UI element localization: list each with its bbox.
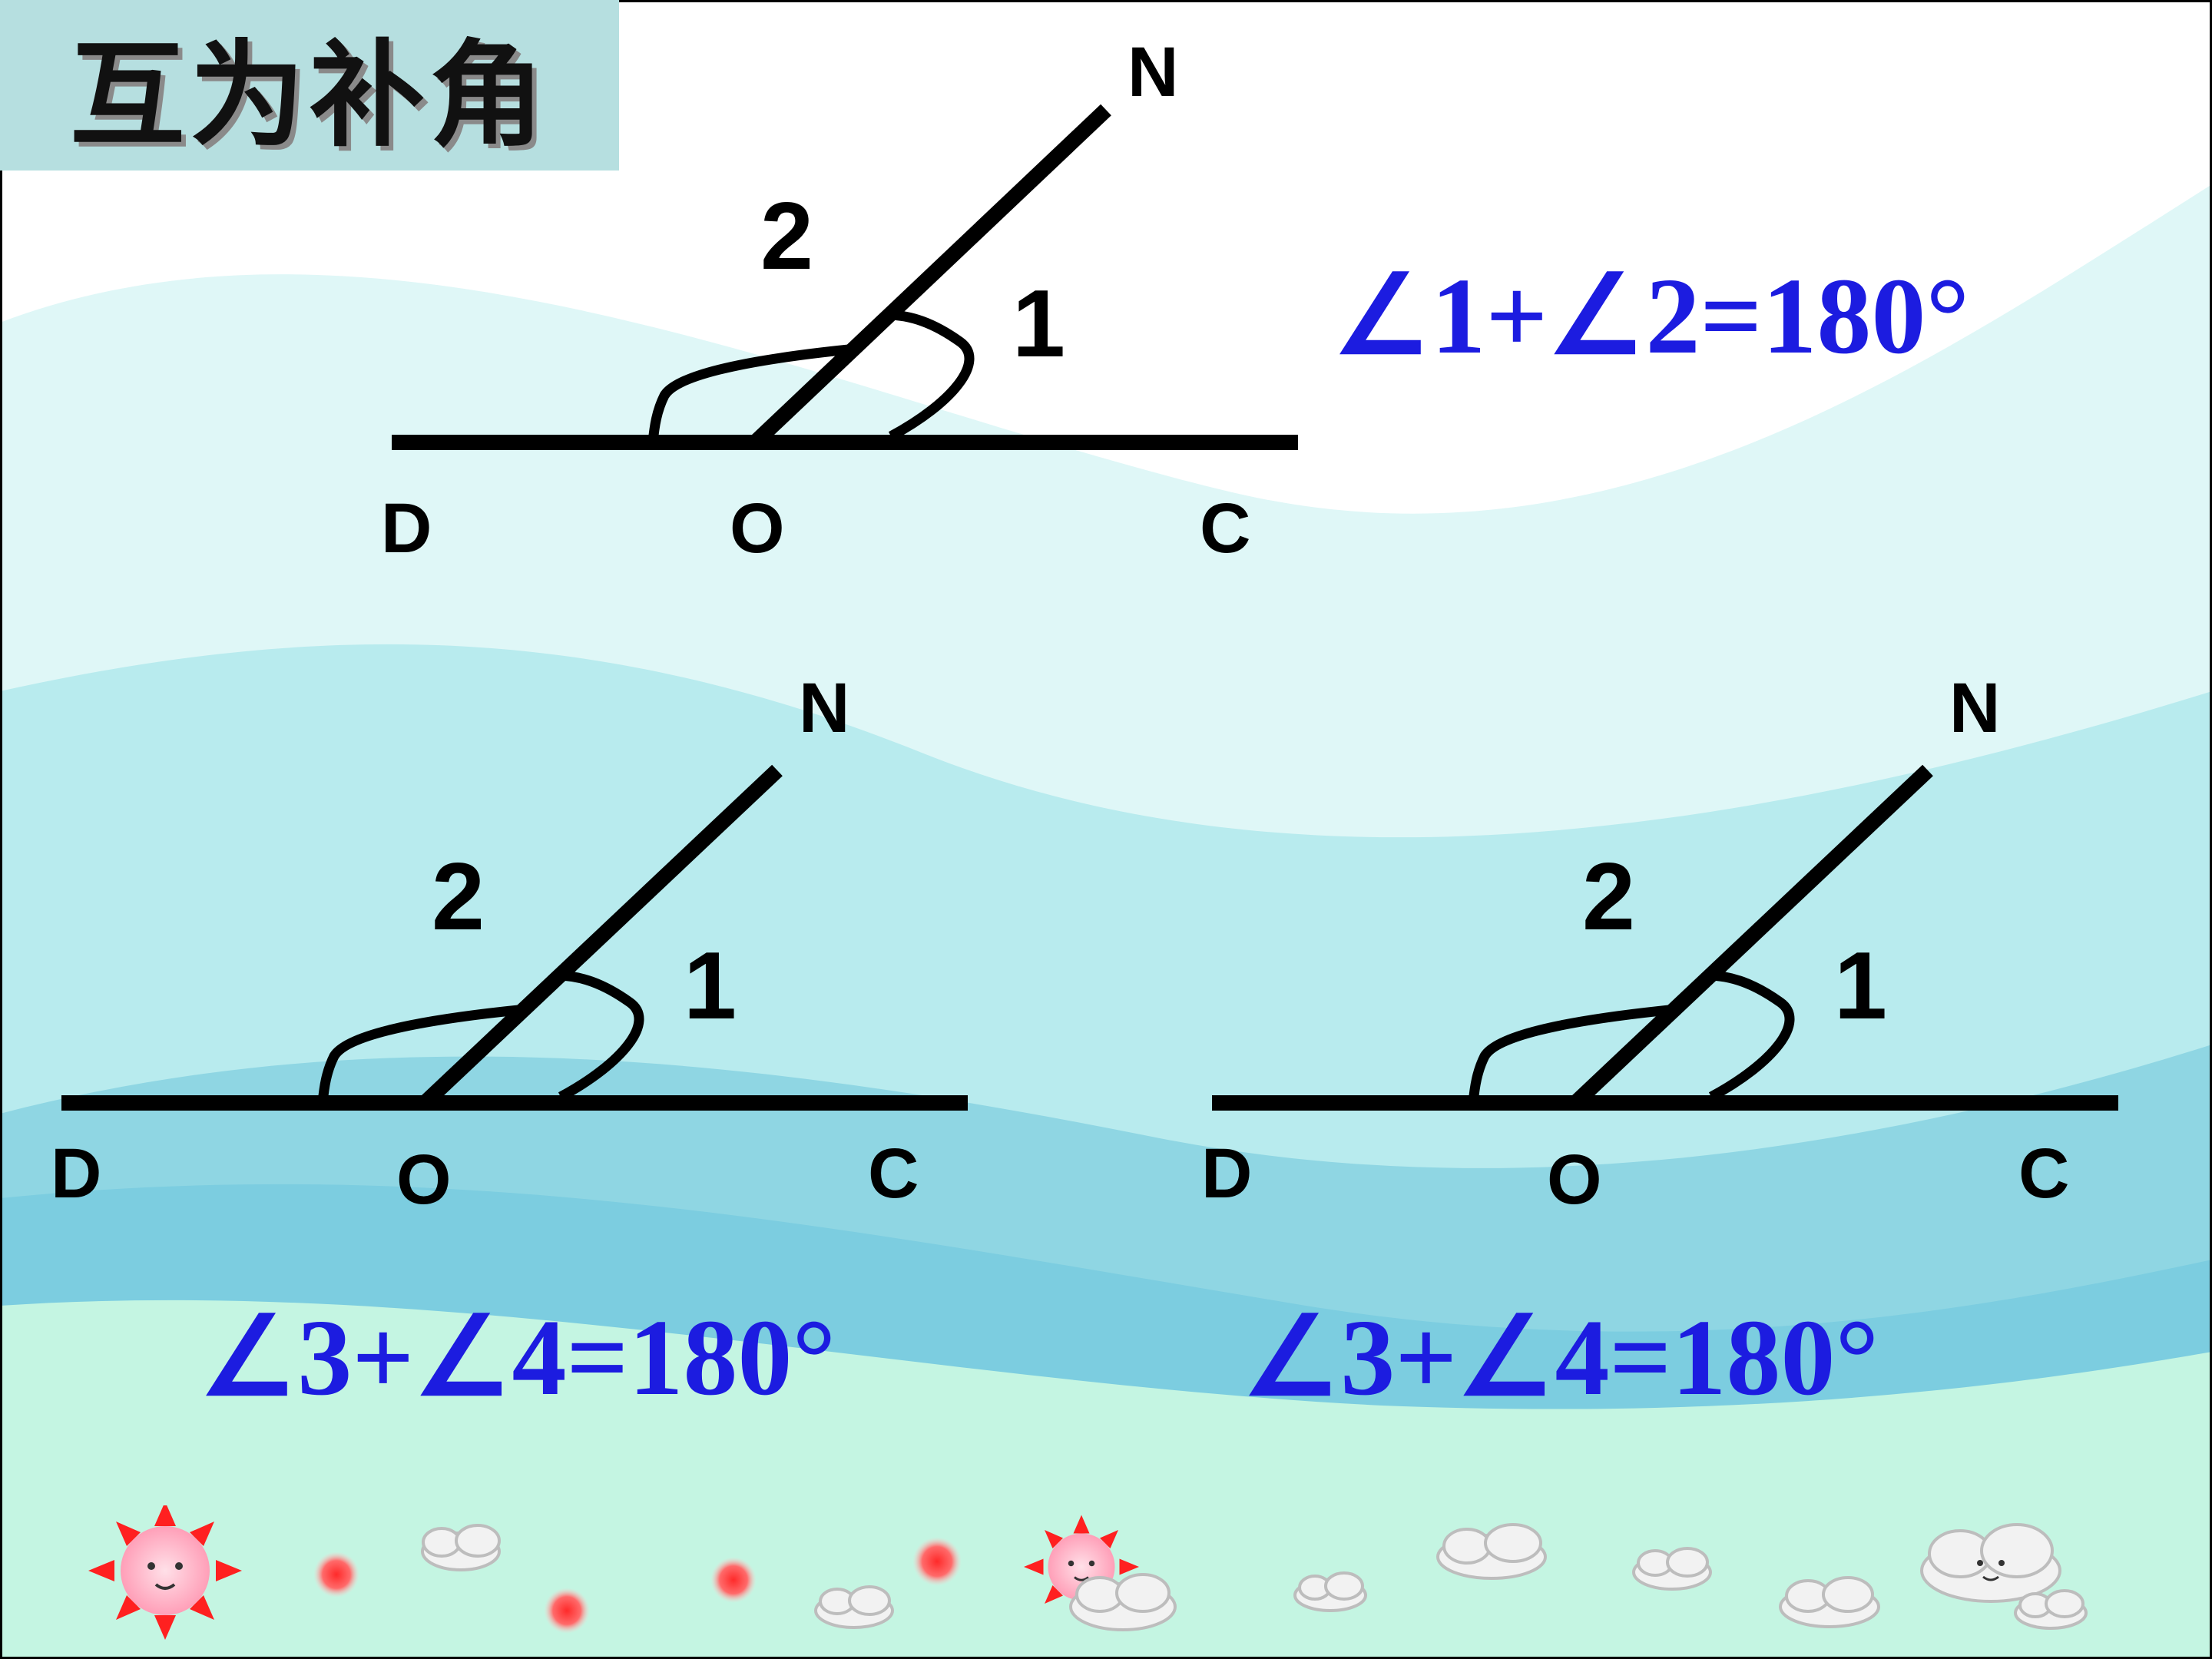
label-d: D <box>1201 1134 1253 1213</box>
cloud-icon <box>1779 1576 1880 1628</box>
label-o: O <box>730 489 785 568</box>
label-c: C <box>868 1134 919 1213</box>
arc-angle-1 <box>886 310 975 441</box>
red-dot-icon <box>544 1588 590 1634</box>
cloud-icon <box>2014 1589 2088 1630</box>
equation-3: ∠3+∠4=180° <box>1243 1296 1879 1418</box>
arc-angle-1 <box>556 970 644 1101</box>
label-angle-1: 1 <box>1834 933 1887 1039</box>
label-n: N <box>1949 669 2001 747</box>
equation-2: ∠3+∠4=180° <box>200 1296 836 1418</box>
cloud-icon <box>1293 1571 1367 1612</box>
ray-on <box>750 104 1111 449</box>
cloud-icon <box>1632 1547 1712 1591</box>
label-c: C <box>2018 1134 2070 1213</box>
label-angle-2: 2 <box>760 184 813 290</box>
arc-angle-2 <box>317 1005 519 1104</box>
figure-3 <box>1212 764 2118 1111</box>
label-d: D <box>381 489 432 568</box>
ray-on <box>419 764 783 1109</box>
cloud-icon <box>814 1585 894 1629</box>
arc-angle-1 <box>1707 970 1795 1101</box>
figure-1 <box>392 104 1298 450</box>
red-dot-icon <box>313 1551 359 1598</box>
decoration-strip <box>88 1505 2088 1640</box>
label-n: N <box>799 669 850 747</box>
page-title: 互为补角 <box>69 27 549 163</box>
label-angle-2: 2 <box>1582 844 1635 950</box>
red-dot-icon <box>912 1537 962 1586</box>
label-c: C <box>1200 489 1251 568</box>
label-n: N <box>1128 33 1179 111</box>
cloud-icon <box>421 1524 501 1571</box>
sun-icon <box>88 1505 242 1640</box>
label-o: O <box>396 1141 452 1219</box>
cloud-icon <box>1436 1523 1547 1580</box>
label-angle-1: 1 <box>1012 271 1065 377</box>
label-angle-2: 2 <box>432 844 485 950</box>
title-box: 互为补角 <box>0 0 619 171</box>
label-d: D <box>51 1134 102 1213</box>
red-dot-icon <box>710 1557 757 1603</box>
cloud-icon <box>1920 1523 2061 1603</box>
label-angle-1: 1 <box>684 933 737 1039</box>
arc-angle-2 <box>1468 1005 1670 1104</box>
ray-on <box>1570 764 1933 1109</box>
cloud-icon <box>1069 1573 1177 1631</box>
equation-1: ∠1+∠2=180° <box>1333 255 1970 376</box>
label-o: O <box>1547 1141 1602 1219</box>
arc-angle-2 <box>647 344 849 443</box>
figure-2 <box>61 764 968 1111</box>
